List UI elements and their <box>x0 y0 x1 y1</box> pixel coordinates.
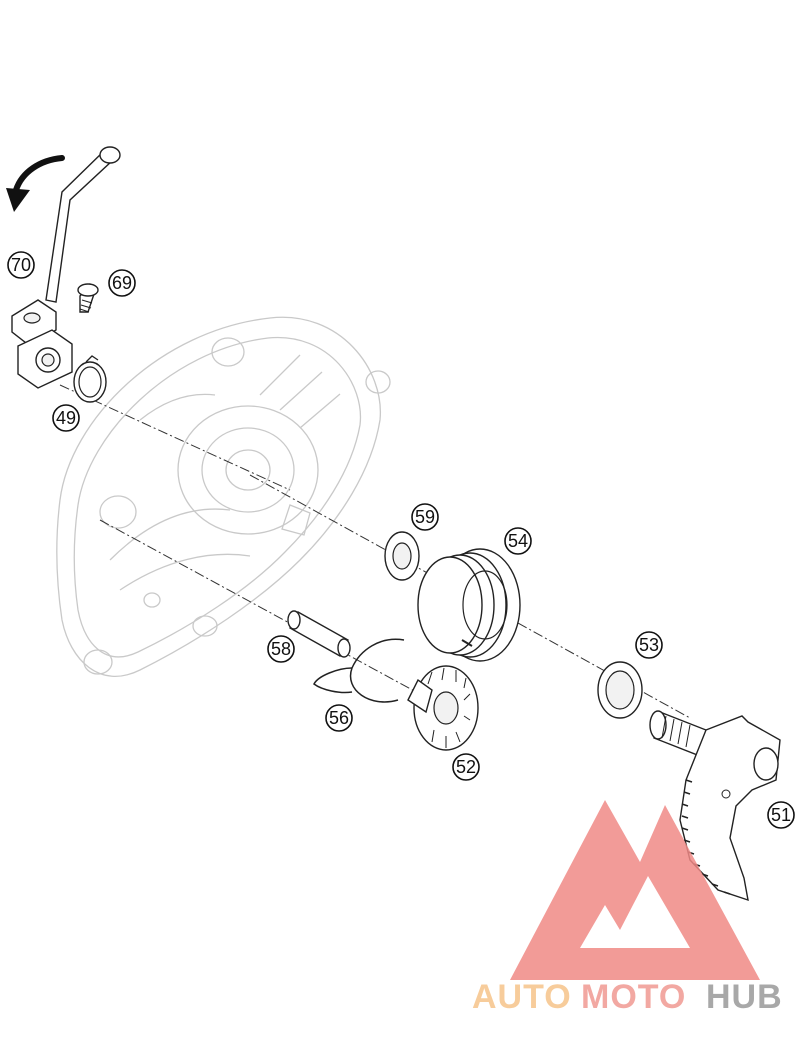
bolt-part <box>77 283 99 313</box>
callout-59-label: 59 <box>415 507 435 527</box>
callout-70-label: 70 <box>11 255 31 275</box>
kickstart-lever <box>11 146 121 389</box>
callout-51-label: 51 <box>771 805 791 825</box>
callout-58: 58 <box>267 635 295 663</box>
callout-69: 69 <box>108 269 136 297</box>
callout-59: 59 <box>411 503 439 531</box>
callout-54: 54 <box>504 527 532 555</box>
watermark-word-moto: MOTO <box>581 978 686 1016</box>
callout-56: 56 <box>325 704 353 732</box>
callout-49: 49 <box>52 404 80 432</box>
engine-cover-ghost <box>56 316 391 677</box>
callout-53-label: 53 <box>639 635 659 655</box>
callout-54-label: 54 <box>508 531 528 551</box>
callout-52-label: 52 <box>456 757 476 777</box>
callout-52: 52 <box>452 753 480 781</box>
circlip-part <box>73 355 107 403</box>
callout-53: 53 <box>635 631 663 659</box>
callout-58-label: 58 <box>271 639 291 659</box>
callout-69-label: 69 <box>112 273 132 293</box>
watermark-word-hub: HUB <box>706 978 783 1016</box>
rotation-direction-arrow-icon <box>6 155 65 212</box>
watermark-logo: AUTO MOTO HUB <box>472 800 783 1016</box>
callout-56-label: 56 <box>329 708 349 728</box>
kick-shaft-part <box>649 710 781 902</box>
callout-49-label: 49 <box>56 408 76 428</box>
callout-70: 70 <box>7 251 35 279</box>
watermark-triangle-icon <box>510 800 760 980</box>
watermark-word-auto: AUTO <box>472 978 572 1016</box>
wire-clip-part <box>313 638 405 703</box>
pin-part <box>287 610 351 658</box>
assembly-axis-lines <box>59 384 691 719</box>
return-spring-part <box>417 548 521 662</box>
washer-part <box>384 531 420 581</box>
kick-gear-part <box>407 665 479 751</box>
shim-washer-part <box>597 661 643 719</box>
callout-51: 51 <box>767 801 795 829</box>
